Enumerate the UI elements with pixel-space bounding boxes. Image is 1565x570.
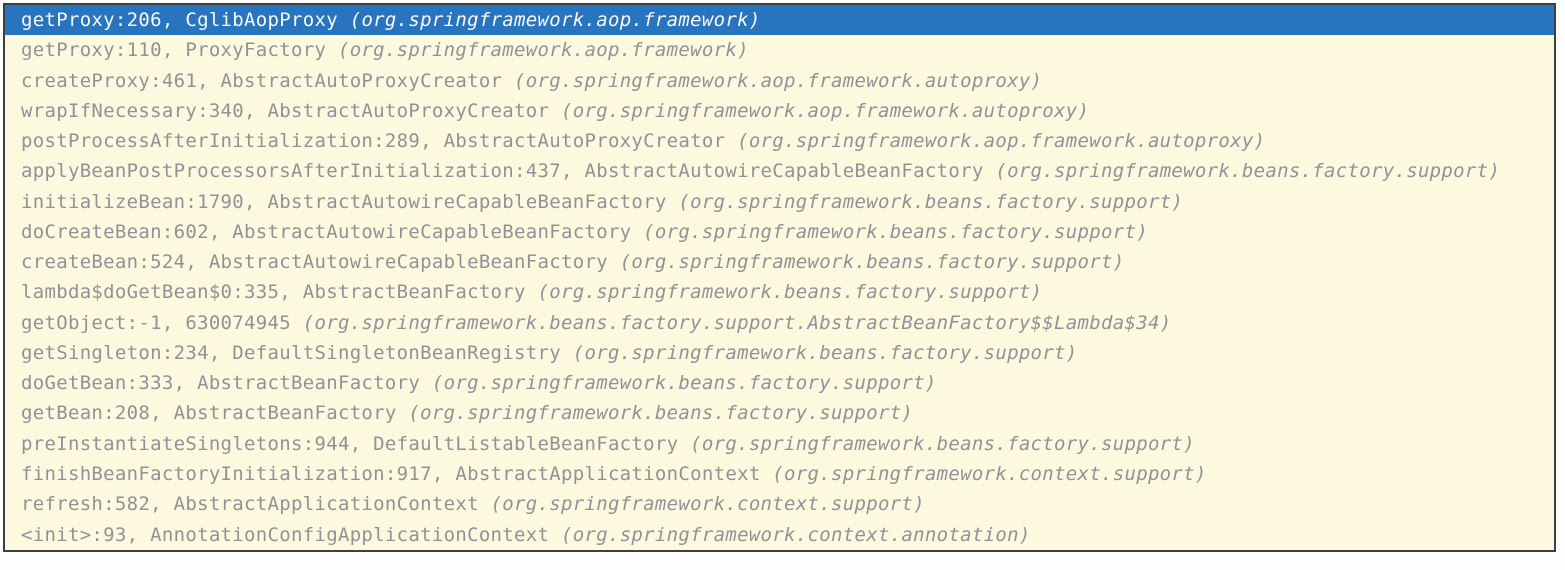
frame-method-and-class: refresh:582, AbstractApplicationContext <box>21 493 491 516</box>
frame-method-and-class: <init>:93, AnnotationConfigApplicationCo… <box>21 523 561 546</box>
frame-method-and-class: finishBeanFactoryInitialization:917, Abs… <box>21 462 773 485</box>
frame-method-and-class: doGetBean:333, AbstractBeanFactory <box>21 372 432 395</box>
stack-frame-row[interactable]: postProcessAfterInitialization:289, Abst… <box>5 126 1554 156</box>
stack-frame-row[interactable]: <init>:93, AnnotationConfigApplicationCo… <box>5 520 1554 550</box>
frame-package: (org.springframework.aop.framework.autop… <box>514 69 1043 92</box>
frame-package: (org.springframework.context.support) <box>490 493 925 516</box>
stack-frame-row[interactable]: initializeBean:1790, AbstractAutowireCap… <box>5 187 1554 217</box>
frame-method-and-class: getProxy:206, CglibAopProxy <box>21 9 350 31</box>
frame-method-and-class: postProcessAfterInitialization:289, Abst… <box>21 130 738 153</box>
frame-package: (org.springframework.beans.factory.suppo… <box>643 220 1148 243</box>
frame-method-and-class: initializeBean:1790, AbstractAutowireCap… <box>21 190 679 213</box>
frame-package: (org.springframework.beans.factory.suppo… <box>302 311 1172 334</box>
frame-method-and-class: getSingleton:234, DefaultSingletonBeanRe… <box>21 341 573 364</box>
frame-method-and-class: createProxy:461, AbstractAutoProxyCreato… <box>21 69 515 92</box>
stack-frame-row[interactable]: createProxy:461, AbstractAutoProxyCreato… <box>5 66 1554 96</box>
stack-frame-row[interactable]: preInstantiateSingletons:944, DefaultLis… <box>5 429 1554 459</box>
frame-method-and-class: wrapIfNecessary:340, AbstractAutoProxyCr… <box>21 99 561 122</box>
frame-package: (org.springframework.beans.factory.suppo… <box>537 281 1043 304</box>
frame-method-and-class: getProxy:110, ProxyFactory <box>21 39 338 62</box>
frame-package: (org.springframework.aop.framework) <box>337 39 749 62</box>
stack-frame-row[interactable]: applyBeanPostProcessorsAfterInitializati… <box>5 156 1554 186</box>
frame-package: (org.springframework.context.annotation) <box>561 523 1031 546</box>
frame-method-and-class: getObject:-1, 630074945 <box>21 311 303 334</box>
stack-frame-row[interactable]: wrapIfNecessary:340, AbstractAutoProxyCr… <box>5 96 1554 126</box>
frame-method-and-class: preInstantiateSingletons:944, DefaultLis… <box>21 432 691 455</box>
stack-frame-row[interactable]: getBean:208, AbstractBeanFactory (org.sp… <box>5 398 1554 428</box>
stack-frame-row[interactable]: getSingleton:234, DefaultSingletonBeanRe… <box>5 338 1554 368</box>
frame-method-and-class: getBean:208, AbstractBeanFactory <box>21 402 409 425</box>
stack-frame-row[interactable]: doCreateBean:602, AbstractAutowireCapabl… <box>5 217 1554 247</box>
frame-package: (org.springframework.beans.factory.suppo… <box>678 190 1184 213</box>
stack-frame-row[interactable]: refresh:582, AbstractApplicationContext … <box>5 489 1554 519</box>
frame-package: (org.springframework.aop.framework.autop… <box>561 99 1090 122</box>
stack-frame-row[interactable]: getProxy:206, CglibAopProxy (org.springf… <box>5 5 1554 36</box>
frame-package: (org.springframework.beans.factory.suppo… <box>408 402 914 425</box>
frame-package: (org.springframework.beans.factory.suppo… <box>431 372 937 395</box>
frame-method-and-class: applyBeanPostProcessorsAfterInitializati… <box>21 160 996 183</box>
frame-package: (org.springframework.beans.factory.suppo… <box>619 251 1125 274</box>
stack-frame-row[interactable]: doGetBean:333, AbstractBeanFactory (org.… <box>5 368 1554 398</box>
frame-package: (org.springframework.context.support) <box>772 462 1207 485</box>
frame-method-and-class: createBean:524, AbstractAutowireCapableB… <box>21 251 620 274</box>
stack-frame-row[interactable]: finishBeanFactoryInitialization:917, Abs… <box>5 459 1554 489</box>
stack-frame-row[interactable]: getProxy:110, ProxyFactory (org.springfr… <box>5 35 1554 65</box>
frame-package: (org.springframework.aop.framework) <box>349 9 761 31</box>
frame-package: (org.springframework.beans.factory.suppo… <box>572 341 1078 364</box>
stack-frame-row[interactable]: lambda$doGetBean$0:335, AbstractBeanFact… <box>5 277 1554 307</box>
frame-method-and-class: doCreateBean:602, AbstractAutowireCapabl… <box>21 220 644 243</box>
frame-package: (org.springframework.beans.factory.suppo… <box>690 432 1195 455</box>
stack-frame-row[interactable]: getObject:-1, 630074945 (org.springframe… <box>5 308 1554 338</box>
frame-method-and-class: lambda$doGetBean$0:335, AbstractBeanFact… <box>21 281 538 304</box>
frame-package: (org.springframework.beans.factory.suppo… <box>995 160 1501 183</box>
frame-package: (org.springframework.aop.framework.autop… <box>737 130 1266 153</box>
debugger-frames-panel: getProxy:206, CglibAopProxy (org.springf… <box>3 3 1556 552</box>
stack-frame-row[interactable]: createBean:524, AbstractAutowireCapableB… <box>5 247 1554 277</box>
